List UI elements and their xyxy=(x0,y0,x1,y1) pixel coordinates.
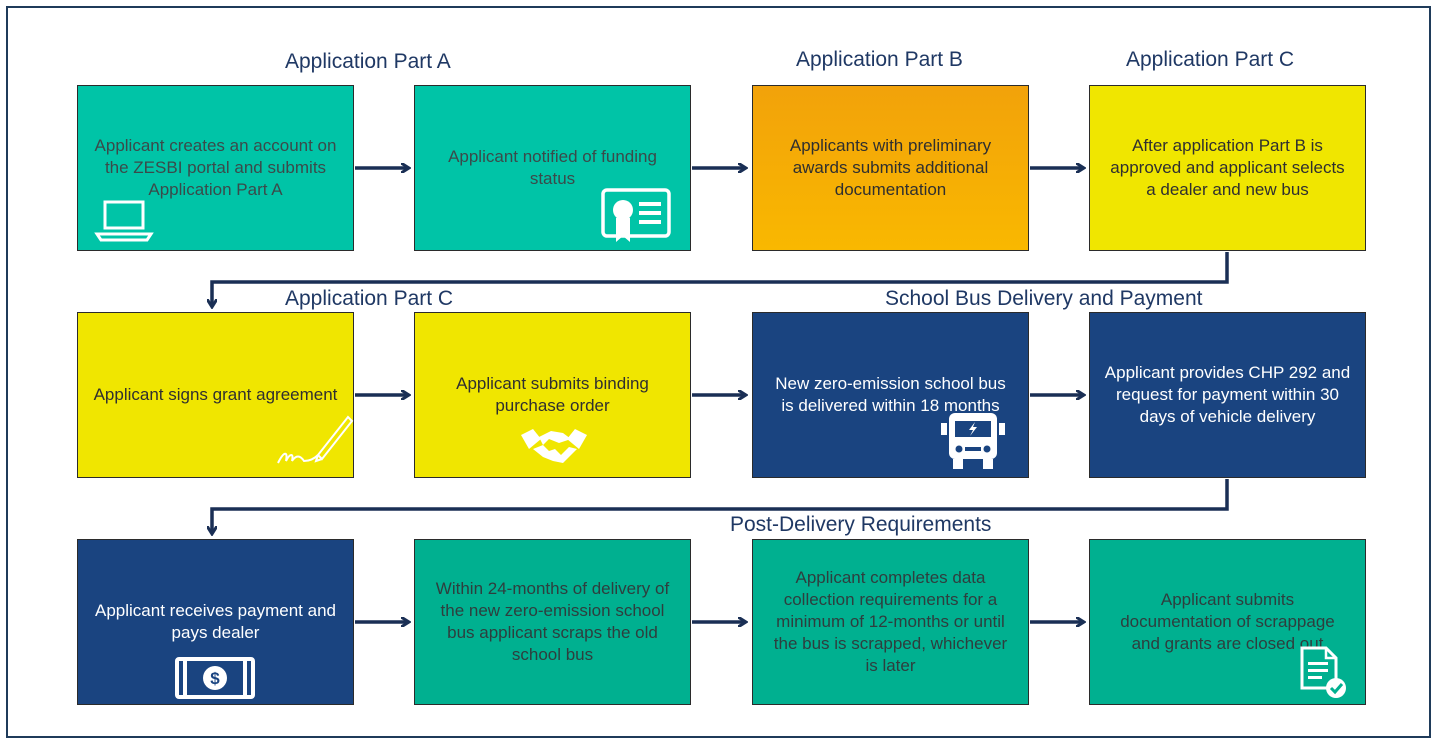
heading-application-part-a: Application Part A xyxy=(285,50,451,73)
step-text: Applicants with preliminary awards submi… xyxy=(789,136,992,199)
step-text: Applicant notified of funding status xyxy=(448,147,657,188)
step-text: Within 24-months of delivery of the new … xyxy=(435,579,670,664)
step-create-account: Applicant creates an account on the ZESB… xyxy=(77,85,354,251)
step-receive-payment: Applicant receives payment and pays deal… xyxy=(77,539,354,705)
approved-document-icon xyxy=(1300,646,1346,698)
step-text: Applicant signs grant agreement xyxy=(93,385,338,404)
step-sign-grant-agreement: Applicant signs grant agreement xyxy=(77,312,354,478)
heading-application-part-b: Application Part B xyxy=(796,48,963,71)
step-request-payment: Applicant provides CHP 292 and request f… xyxy=(1089,312,1366,478)
step-close-out-grants: Applicant submits documentation of scrap… xyxy=(1089,539,1366,705)
connector-row2-row3 xyxy=(212,479,1229,533)
dollar-bill-icon: $ xyxy=(175,657,255,699)
step-text: Applicant creates an account on the ZESB… xyxy=(94,136,337,199)
heading-school-bus-delivery: School Bus Delivery and Payment xyxy=(885,287,1203,310)
signature-pen-icon xyxy=(277,415,354,464)
step-notified-funding: Applicant notified of funding status xyxy=(414,85,691,251)
step-select-dealer: After application Part B is approved and… xyxy=(1089,85,1366,251)
heading-application-part-c: Application Part C xyxy=(1126,48,1295,71)
step-text: New zero-emission school bus is delivere… xyxy=(775,374,1006,415)
heading-post-delivery: Post-Delivery Requirements xyxy=(730,513,992,536)
step-text: Applicant receives payment and pays deal… xyxy=(95,601,336,642)
step-scrap-old-bus: Within 24-months of delivery of the new … xyxy=(414,539,691,705)
step-bus-delivered: New zero-emission school bus is delivere… xyxy=(752,312,1029,478)
electric-bus-icon xyxy=(941,413,1005,469)
step-submit-documentation: Applicants with preliminary awards submi… xyxy=(752,85,1029,251)
step-text: Applicant provides CHP 292 and request f… xyxy=(1104,363,1351,426)
step-binding-purchase-order: Applicant submits binding purchase order xyxy=(414,312,691,478)
step-data-collection: Applicant completes data collection requ… xyxy=(752,539,1029,705)
step-text: Applicant submits documentation of scrap… xyxy=(1120,590,1335,653)
step-text: After application Part B is approved and… xyxy=(1110,136,1345,199)
laptop-icon xyxy=(94,200,154,242)
step-text: Applicant submits binding purchase order xyxy=(456,374,649,415)
connector-row1-row2 xyxy=(212,252,1229,306)
step-text: Applicant completes data collection requ… xyxy=(773,568,1008,675)
handshake-icon xyxy=(521,429,587,463)
svg-text:$: $ xyxy=(210,669,220,688)
certificate-icon xyxy=(601,188,671,242)
heading-application-part-c-row2: Application Part C xyxy=(285,287,454,310)
